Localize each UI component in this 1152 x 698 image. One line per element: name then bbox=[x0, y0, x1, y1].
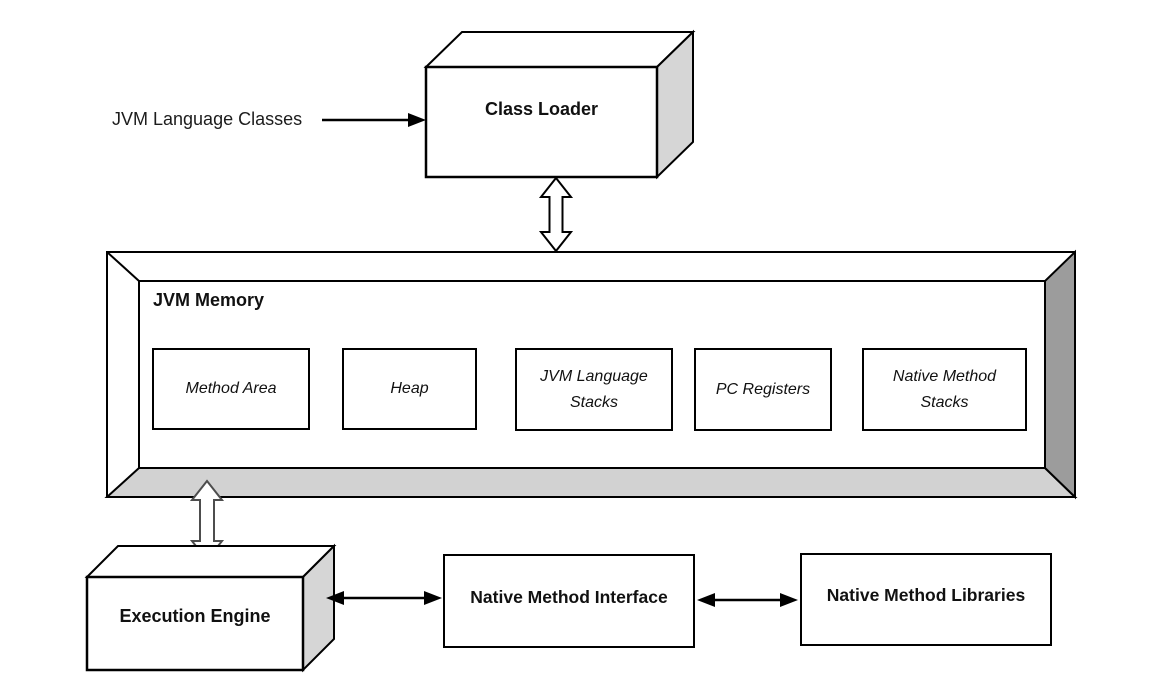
engine-nmi-arrow-icon bbox=[326, 591, 442, 605]
nmi-nml-arrow-icon bbox=[697, 593, 798, 607]
jvm-memory-topleft-bevel-edge bbox=[106, 251, 140, 282]
execution-engine-top-face bbox=[84, 545, 337, 578]
memory-block-pc-registers: PC Registers bbox=[694, 348, 832, 431]
jvm-memory-right-bevel bbox=[1044, 249, 1076, 500]
jvm-language-classes-label: JVM Language Classes bbox=[112, 109, 303, 129]
class-loader-front-face bbox=[424, 65, 659, 179]
native-method-interface-box: Native Method Interface bbox=[443, 554, 695, 648]
execution-engine-front-face bbox=[85, 575, 305, 672]
class-loader-top-face bbox=[423, 31, 696, 68]
native-method-libraries-box: Native Method Libraries bbox=[800, 553, 1052, 646]
execution-engine-label: Execution Engine bbox=[119, 606, 271, 626]
class-loader-label: Class Loader bbox=[484, 98, 599, 119]
memory-block-heap: Heap bbox=[342, 348, 477, 430]
memory-block-jvm-language-stacks: JVM Language Stacks bbox=[515, 348, 673, 431]
class-loader-box bbox=[423, 29, 696, 180]
memory-block-method-area: Method Area bbox=[152, 348, 310, 430]
memory-block-native-method-stacks: Native Method Stacks bbox=[862, 348, 1027, 431]
input-arrow-icon bbox=[322, 113, 426, 127]
jvm-memory-label: JVM Memory bbox=[153, 290, 265, 310]
execution-engine-box bbox=[84, 543, 337, 673]
double-arrow-classloader-memory-icon bbox=[538, 176, 574, 253]
jvm-memory-bottom-bevel bbox=[104, 467, 1078, 498]
